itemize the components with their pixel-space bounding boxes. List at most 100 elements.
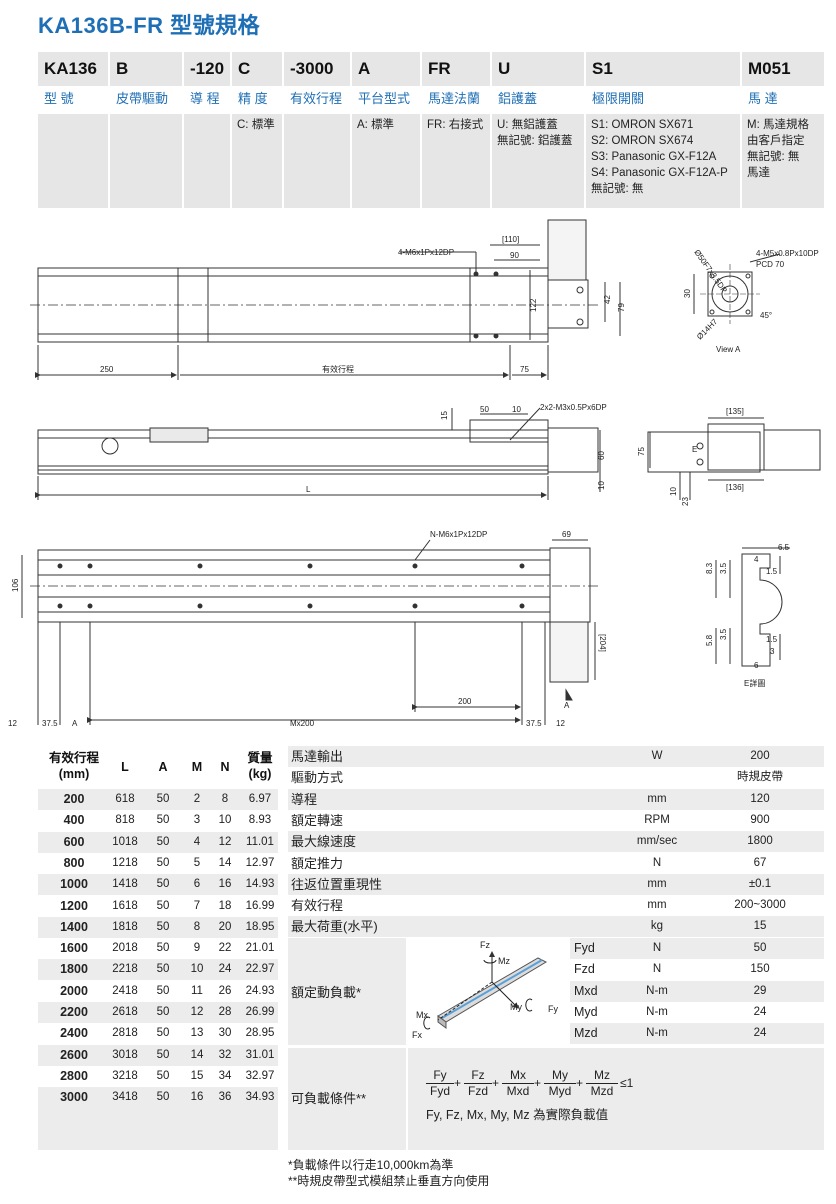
label-limit-switch: 極限開關 bbox=[592, 91, 645, 106]
cell-stroke: 1600 bbox=[60, 941, 88, 956]
spec-name: 驅動方式 bbox=[291, 770, 344, 786]
opt-lead bbox=[184, 114, 230, 208]
cell-stroke: 1400 bbox=[60, 919, 88, 934]
spec-name: 額定推力 bbox=[291, 855, 344, 871]
cell-L: 1818 bbox=[112, 920, 138, 933]
formula-note: Fy, Fz, Mx, My, Mz 為實際負載值 bbox=[426, 1108, 609, 1122]
detail-d3: 3 bbox=[770, 647, 775, 656]
cell-L: 3018 bbox=[112, 1048, 138, 1061]
load-key: Mzd bbox=[574, 1026, 598, 1041]
side-dim-50: 50 bbox=[480, 405, 489, 414]
cell-A: 50 bbox=[156, 1006, 170, 1018]
cell-mass: 22.97 bbox=[245, 963, 275, 976]
cell-A: 50 bbox=[156, 1048, 170, 1061]
bottom-dim-204: [204] bbox=[598, 634, 607, 652]
cell-A: 50 bbox=[156, 1091, 170, 1104]
hdr-mass-text: 質量 bbox=[247, 751, 273, 765]
cell-L: 1018 bbox=[112, 835, 138, 848]
label-accuracy: 精 度 bbox=[238, 91, 268, 106]
cell-M: 8 bbox=[193, 920, 201, 933]
hdr-stroke-text: 有效行程 bbox=[48, 751, 99, 765]
cell-stroke: 1200 bbox=[60, 898, 88, 913]
cell-L: 2418 bbox=[112, 984, 138, 997]
opt-flange: FR: 右接式 bbox=[422, 114, 490, 208]
spec-name: 往返位置重現性 bbox=[291, 876, 383, 892]
cell-N: 18 bbox=[218, 899, 232, 912]
load-label: 額定動負載* bbox=[291, 985, 362, 1000]
view-a bbox=[693, 253, 781, 324]
spec-unit: W bbox=[651, 750, 663, 762]
code-model: KA136 bbox=[38, 52, 108, 86]
load-unit: N-m bbox=[646, 984, 668, 997]
opt-motor: M: 馬達規格 由客戶指定 無記號: 無 馬達 bbox=[742, 114, 824, 208]
viewa-tap-note: 4-M5x0.8Px10DP bbox=[756, 249, 819, 258]
opt-accuracy: C: 標準 bbox=[232, 114, 282, 208]
cell-M: 5 bbox=[193, 856, 201, 869]
load-unit: N bbox=[652, 963, 662, 976]
cell-stroke: 3000 bbox=[60, 1090, 88, 1105]
cell-L: 2618 bbox=[112, 1006, 138, 1018]
load-diagram: Fz Mz Mx My Fy Fx bbox=[412, 940, 558, 1040]
cell-N: 34 bbox=[218, 1069, 232, 1082]
cell-N: 30 bbox=[218, 1027, 232, 1040]
cell-stroke: 2200 bbox=[60, 1005, 88, 1019]
label-cover: 鋁護蓋 bbox=[498, 91, 538, 106]
cell-stroke: 1800 bbox=[60, 962, 88, 977]
bottom-dim-106: 106 bbox=[11, 578, 20, 592]
bottom-dim-A: A bbox=[72, 719, 78, 728]
side-dim-L: L bbox=[306, 485, 311, 494]
bottom-dim-M200: Mx200 bbox=[290, 719, 315, 728]
end-dim-75: 75 bbox=[637, 447, 646, 456]
hdr-L: L bbox=[121, 760, 129, 774]
cell-mass: 21.01 bbox=[245, 942, 275, 955]
cell-L: 2018 bbox=[112, 942, 138, 955]
spec-value: 200~3000 bbox=[734, 899, 786, 912]
load-key: Myd bbox=[574, 1004, 598, 1019]
code-drive: B bbox=[110, 52, 182, 86]
load-unit: N bbox=[652, 942, 662, 954]
spec-unit: mm/sec bbox=[636, 835, 678, 848]
diag-fz: Fz bbox=[480, 940, 490, 950]
bottom-dim-12a: 12 bbox=[8, 719, 17, 728]
detail-label: E詳圖 bbox=[744, 678, 765, 688]
cell-L: 2218 bbox=[112, 963, 138, 976]
cell-N: 22 bbox=[218, 942, 232, 955]
cell-L: 2818 bbox=[112, 1027, 138, 1040]
diag-mz: Mz bbox=[498, 956, 510, 966]
end-dim-23: 23 bbox=[681, 497, 690, 506]
hdr-mass-unit: (kg) bbox=[248, 767, 272, 781]
label-lead: 導 程 bbox=[190, 91, 220, 106]
load-key: Mxd bbox=[574, 983, 598, 998]
top-view bbox=[30, 219, 621, 380]
cell-mass: 34.93 bbox=[245, 1091, 275, 1104]
formula-plus-2: + bbox=[492, 1076, 500, 1090]
spec-name: 最大線速度 bbox=[291, 834, 357, 850]
viewa-dia-note: Ø50F7x3.5DP bbox=[692, 248, 728, 295]
code-stroke: -3000 bbox=[284, 52, 350, 86]
formula-plus-4: + bbox=[576, 1076, 584, 1090]
side-dim-15: 15 bbox=[440, 411, 449, 420]
side-dim-10b: 10 bbox=[597, 481, 606, 490]
spec-name: 導程 bbox=[291, 791, 318, 807]
cell-stroke: 2000 bbox=[60, 983, 88, 998]
cell-L: 1418 bbox=[112, 878, 138, 891]
label-model: 型 號 bbox=[44, 91, 74, 106]
load-value: 50 bbox=[753, 942, 767, 954]
hdr-stroke-unit: (mm) bbox=[58, 767, 90, 781]
cell-N: 28 bbox=[218, 1006, 232, 1018]
bottom-dim-12b: 12 bbox=[556, 719, 565, 728]
cell-mass: 8.93 bbox=[248, 814, 272, 827]
opt-cover: U: 無鋁護蓋 無記號: 鋁護蓋 bbox=[492, 114, 584, 208]
